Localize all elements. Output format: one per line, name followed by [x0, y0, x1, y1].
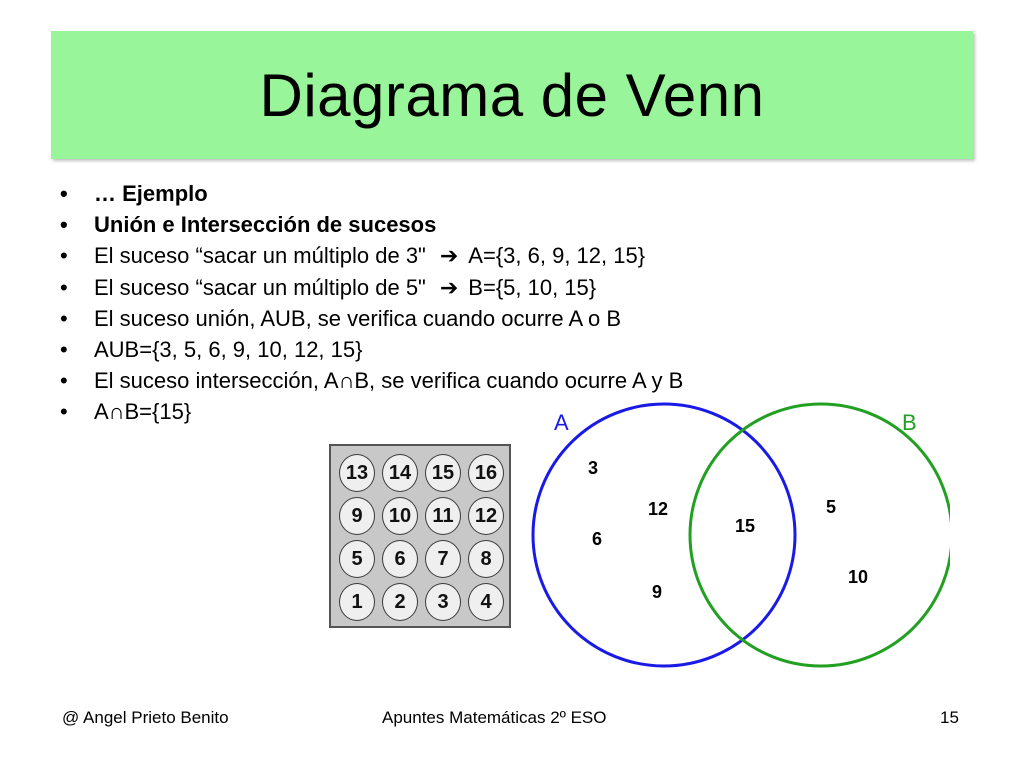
set-b-label: B	[902, 410, 917, 435]
venn-value: 9	[652, 582, 662, 602]
ball-7: 7	[425, 540, 461, 578]
bullet-item: • A∩B={15}	[60, 396, 960, 427]
bullet-dot: •	[60, 368, 68, 394]
bullet-dot: •	[60, 336, 68, 362]
ball-12: 12	[468, 497, 504, 535]
venn-value: 5	[826, 497, 836, 517]
bullet-dot: •	[60, 243, 68, 269]
ball-2: 2	[382, 583, 418, 621]
ball-grid: 13 14 15 16 9 10 11 12 5 6 7 8 1 2 3 4	[329, 444, 511, 628]
bullet-item: • El suceso “sacar un múltiplo de 5" ➔ B={5…	[60, 272, 960, 303]
ball-3: 3	[425, 583, 461, 621]
ball-6: 6	[382, 540, 418, 578]
bullet-dot: •	[60, 274, 68, 300]
bullet-dot: •	[60, 212, 68, 238]
venn-value: 3	[588, 458, 598, 478]
bullet-text: El suceso “sacar un múltiplo de 3"	[94, 243, 426, 269]
bullet-dot: •	[60, 305, 68, 331]
bullet-item: • El suceso “sacar un múltiplo de 3" ➔ A={3…	[60, 240, 960, 271]
bullet-item: • … Ejemplo	[60, 178, 960, 209]
ball-1: 1	[339, 583, 375, 621]
bullet-list: • … Ejemplo • Unión e Intersección de suce…	[60, 178, 960, 428]
ball-16: 16	[468, 454, 504, 492]
footer-page-number: 15	[940, 708, 959, 727]
ball-8: 8	[468, 540, 504, 578]
set-a-circle	[531, 402, 797, 668]
bullet-text: … Ejemplo	[94, 181, 208, 206]
bullet-text: A∩B={15}	[94, 399, 192, 425]
ball-9: 9	[339, 497, 375, 535]
footer-course: Apuntes Matemáticas 2º ESO	[382, 708, 607, 727]
ball-10: 10	[382, 497, 418, 535]
bullet-item: • El suceso unión, AUB, se verifica cuand…	[60, 303, 960, 334]
bullet-dot: •	[60, 181, 68, 206]
bullet-text: El suceso “sacar un múltiplo de 5"	[94, 274, 426, 300]
footer-author: @ Angel Prieto Benito	[62, 708, 229, 727]
bullet-dot: •	[60, 399, 68, 425]
ball-5: 5	[339, 540, 375, 578]
set-b-definition: B={5, 10, 15}	[468, 274, 597, 300]
ball-14: 14	[382, 454, 418, 492]
bullet-text: AUB={3, 5, 6, 9, 10, 12, 15}	[94, 336, 363, 362]
bullet-text: Unión e Intersección de sucesos	[94, 212, 437, 238]
venn-value: 6	[592, 529, 602, 549]
arrow-right-icon: ➔	[439, 274, 459, 300]
title-bar: Diagrama de Venn	[51, 31, 973, 159]
bullet-item: • Unión e Intersección de sucesos	[60, 209, 960, 240]
set-a-definition: A={3, 6, 9, 12, 15}	[468, 243, 646, 269]
bullet-text: El suceso intersección, A∩B, se verifica…	[94, 368, 684, 394]
venn-value: 10	[848, 567, 868, 587]
ball-4: 4	[468, 583, 504, 621]
set-a-label: A	[554, 410, 569, 435]
arrow-right-icon: ➔	[439, 243, 459, 269]
bullet-text: El suceso unión, AUB, se verifica cuando…	[94, 305, 622, 331]
bullet-item: • AUB={3, 5, 6, 9, 10, 12, 15}	[60, 334, 960, 365]
ball-15: 15	[425, 454, 461, 492]
bullet-item: • El suceso intersección, A∩B, se verific…	[60, 365, 960, 396]
ball-11: 11	[425, 497, 461, 535]
ball-13: 13	[339, 454, 375, 492]
venn-value: 12	[648, 499, 668, 519]
venn-diagram: A B 3 12 6 9 15 5 10	[531, 402, 950, 668]
set-b-circle	[688, 402, 950, 668]
slide-title: Diagrama de Venn	[259, 61, 765, 129]
venn-value: 15	[735, 516, 755, 536]
